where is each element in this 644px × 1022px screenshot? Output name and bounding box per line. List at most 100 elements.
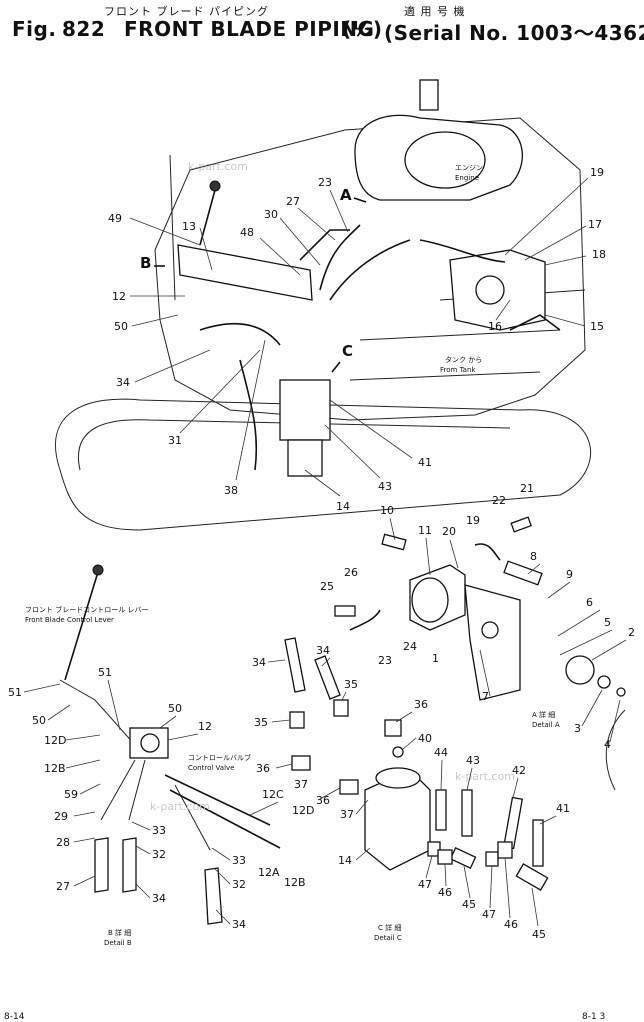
pipe-12c — [164, 774, 271, 826]
track-inner-line — [78, 419, 511, 471]
callout-number: 24 — [403, 640, 417, 653]
main-assembly: k-part.com エンジン Engine — [54, 79, 606, 531]
callout-number: 7 — [482, 690, 489, 703]
bolt-10 — [381, 533, 407, 551]
hose-connection-32 — [128, 759, 146, 821]
callout-number: 43 — [466, 754, 480, 767]
pump-gear — [475, 275, 505, 305]
from-tank-jp: タンク から — [445, 355, 482, 364]
callout-number: 9 — [566, 568, 573, 581]
pipe-run-3 — [319, 224, 361, 291]
callout-number: 42 — [512, 764, 526, 777]
fitting-45-right — [515, 863, 549, 891]
callout-number: 40 — [418, 732, 432, 745]
detail-b: フロント ブレードコントロール レバー Front Blade Control … — [8, 564, 314, 947]
hose-27 — [94, 837, 109, 893]
callout-number: 1 — [432, 652, 439, 665]
callout-number: 48 — [240, 226, 254, 239]
callout-number: 12A — [258, 866, 280, 879]
fitting-35-a — [289, 711, 305, 729]
callout-number: 44 — [434, 746, 448, 759]
watermark-main: k-part.com — [188, 160, 248, 173]
valve-top — [375, 767, 421, 789]
hose-23 — [349, 609, 381, 631]
detail-b-title-jp: B 詳 細 — [108, 928, 131, 937]
callout-number: 51 — [8, 686, 22, 699]
callout-number: 12B — [44, 762, 66, 775]
callout-number: 43 — [378, 480, 392, 493]
fitting-36-a — [291, 755, 311, 771]
callout-number: 49 — [108, 212, 122, 225]
callout-number: 41 — [556, 802, 570, 815]
callout-number: 34 — [252, 656, 266, 669]
valve-label-jp: コントロールバルブ — [188, 753, 251, 762]
callout-number: 12D — [292, 804, 314, 817]
lever-label-en: Front Blade Control Lever — [25, 616, 114, 624]
callout-number: 19 — [590, 166, 604, 179]
callout-number: 23 — [378, 654, 392, 667]
detail-b-callouts: 51 50 12D 12B 59 29 28 27 33 32 34 12C 1… — [8, 666, 314, 931]
pipe-run-4 — [329, 239, 411, 301]
callout-number: 22 — [492, 494, 506, 507]
callout-number: 38 — [224, 484, 238, 497]
watermark-detail-c: k-part.com — [455, 770, 515, 783]
lever-linkage — [59, 679, 136, 746]
callout-number: 4 — [604, 738, 611, 751]
callout-number: 23 — [318, 176, 332, 189]
engine-filler — [419, 79, 439, 111]
callout-number: 32 — [232, 878, 246, 891]
detail-a-title-en: Detail A — [532, 721, 560, 729]
flange-2 — [565, 655, 595, 685]
callout-number: 33 — [232, 854, 246, 867]
detail-a: 10 11 20 19 22 21 8 9 25 26 23 24 1 6 5 … — [320, 482, 635, 791]
callout-number: 14 — [338, 854, 352, 867]
fitting-3 — [597, 675, 611, 689]
page-number-left: 8-14 — [4, 1012, 25, 1022]
crawler-track — [54, 398, 592, 531]
callout-number: 34 — [152, 892, 166, 905]
view-a-marker: A — [340, 186, 352, 204]
frame-line-2 — [359, 329, 561, 341]
figure-number: 822 — [62, 17, 106, 41]
callout-number: 37 — [294, 778, 308, 791]
callout-number: 11 — [418, 524, 432, 537]
detail-c-callouts: 34 34 35 35 36 37 36 40 36 37 14 44 43 4… — [252, 644, 570, 941]
engine-label-en: Engine — [455, 174, 479, 182]
pipe-run-2 — [239, 359, 258, 471]
parts-diagram: k-part.com エンジン Engine — [4, 79, 635, 1022]
detail-c-title-jp: C 詳 細 — [378, 923, 401, 932]
pump-pipe — [509, 314, 561, 331]
callout-number: 27 — [286, 195, 300, 208]
callout-number: 12D — [44, 734, 66, 747]
callout-number: 20 — [442, 525, 456, 538]
title-japanese: フロント ブレード パイピング — [104, 5, 269, 18]
serial-japanese: 適 用 号 機 — [404, 5, 466, 18]
valve-base — [287, 439, 323, 477]
adjacent-part-edge — [605, 709, 626, 791]
bracket-hole — [481, 621, 499, 639]
callout-number: 13 — [182, 220, 196, 233]
callout-number: 27 — [56, 880, 70, 893]
frame-line-3 — [349, 371, 541, 381]
fitting-41 — [532, 819, 544, 867]
plate-47-left — [427, 841, 441, 857]
callout-number: 3 — [574, 722, 581, 735]
callout-number: 46 — [438, 886, 452, 899]
figure-title: フロント ブレード パイピング 適 用 号 機 Fig. 822 FRONT B… — [12, 2, 644, 45]
callout-number: 10 — [380, 504, 394, 517]
callout-number: 2 — [628, 626, 635, 639]
title-english: FRONT BLADE PIPING — [124, 17, 375, 41]
callout-number: 50 — [32, 714, 46, 727]
callout-number: 36 — [414, 698, 428, 711]
detail-c: k-part.com 34 34 35 35 36 37 36 40 36 37… — [252, 637, 570, 942]
callout-number: 12B — [284, 876, 306, 889]
hose-34-right — [204, 867, 223, 925]
lever-grip — [92, 564, 104, 576]
lever-knob — [209, 180, 221, 192]
main-callouts: 49 13 12 50 34 31 38 48 30 27 23 19 17 — [108, 166, 606, 513]
plate-47-right — [485, 851, 499, 867]
hose-connection-32b — [174, 784, 211, 851]
hose-connection-27 — [100, 759, 136, 821]
bolt-25 — [334, 605, 356, 617]
fitting-36-c — [384, 719, 402, 737]
